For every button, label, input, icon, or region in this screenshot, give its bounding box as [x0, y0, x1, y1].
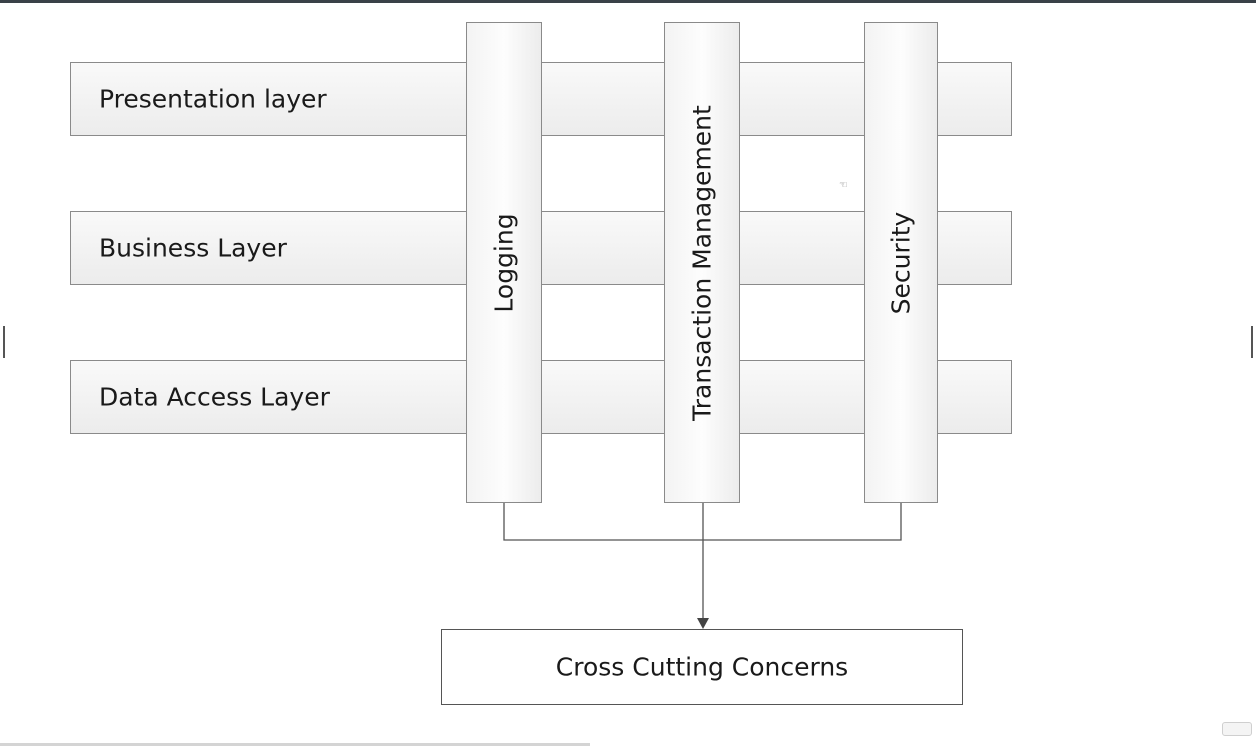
right-resize-handle[interactable]: [1251, 326, 1253, 358]
corner-control[interactable]: [1222, 722, 1252, 736]
security-connector: [703, 503, 902, 541]
security-column: Security: [864, 22, 938, 503]
logging-connector: [503, 503, 703, 541]
cross-cutting-concerns-box: Cross Cutting Concerns: [441, 629, 963, 705]
transaction-management-column: Transaction Management: [664, 22, 740, 503]
bottom-progress-strip: [0, 743, 590, 746]
arrow-down-icon: [697, 618, 709, 629]
security-label: Security: [886, 211, 916, 314]
logging-label: Logging: [489, 212, 519, 313]
business-layer-label: Business Layer: [99, 233, 287, 263]
window-top-border: [0, 0, 1256, 3]
presentation-layer-label: Presentation layer: [99, 84, 327, 114]
data-access-layer-label: Data Access Layer: [99, 382, 330, 412]
cross-cutting-concerns-label: Cross Cutting Concerns: [555, 652, 849, 682]
hand-cursor-icon: ☜: [839, 180, 848, 191]
left-resize-handle[interactable]: [3, 326, 5, 358]
transaction-management-label: Transaction Management: [687, 104, 717, 421]
logging-column: Logging: [466, 22, 542, 503]
